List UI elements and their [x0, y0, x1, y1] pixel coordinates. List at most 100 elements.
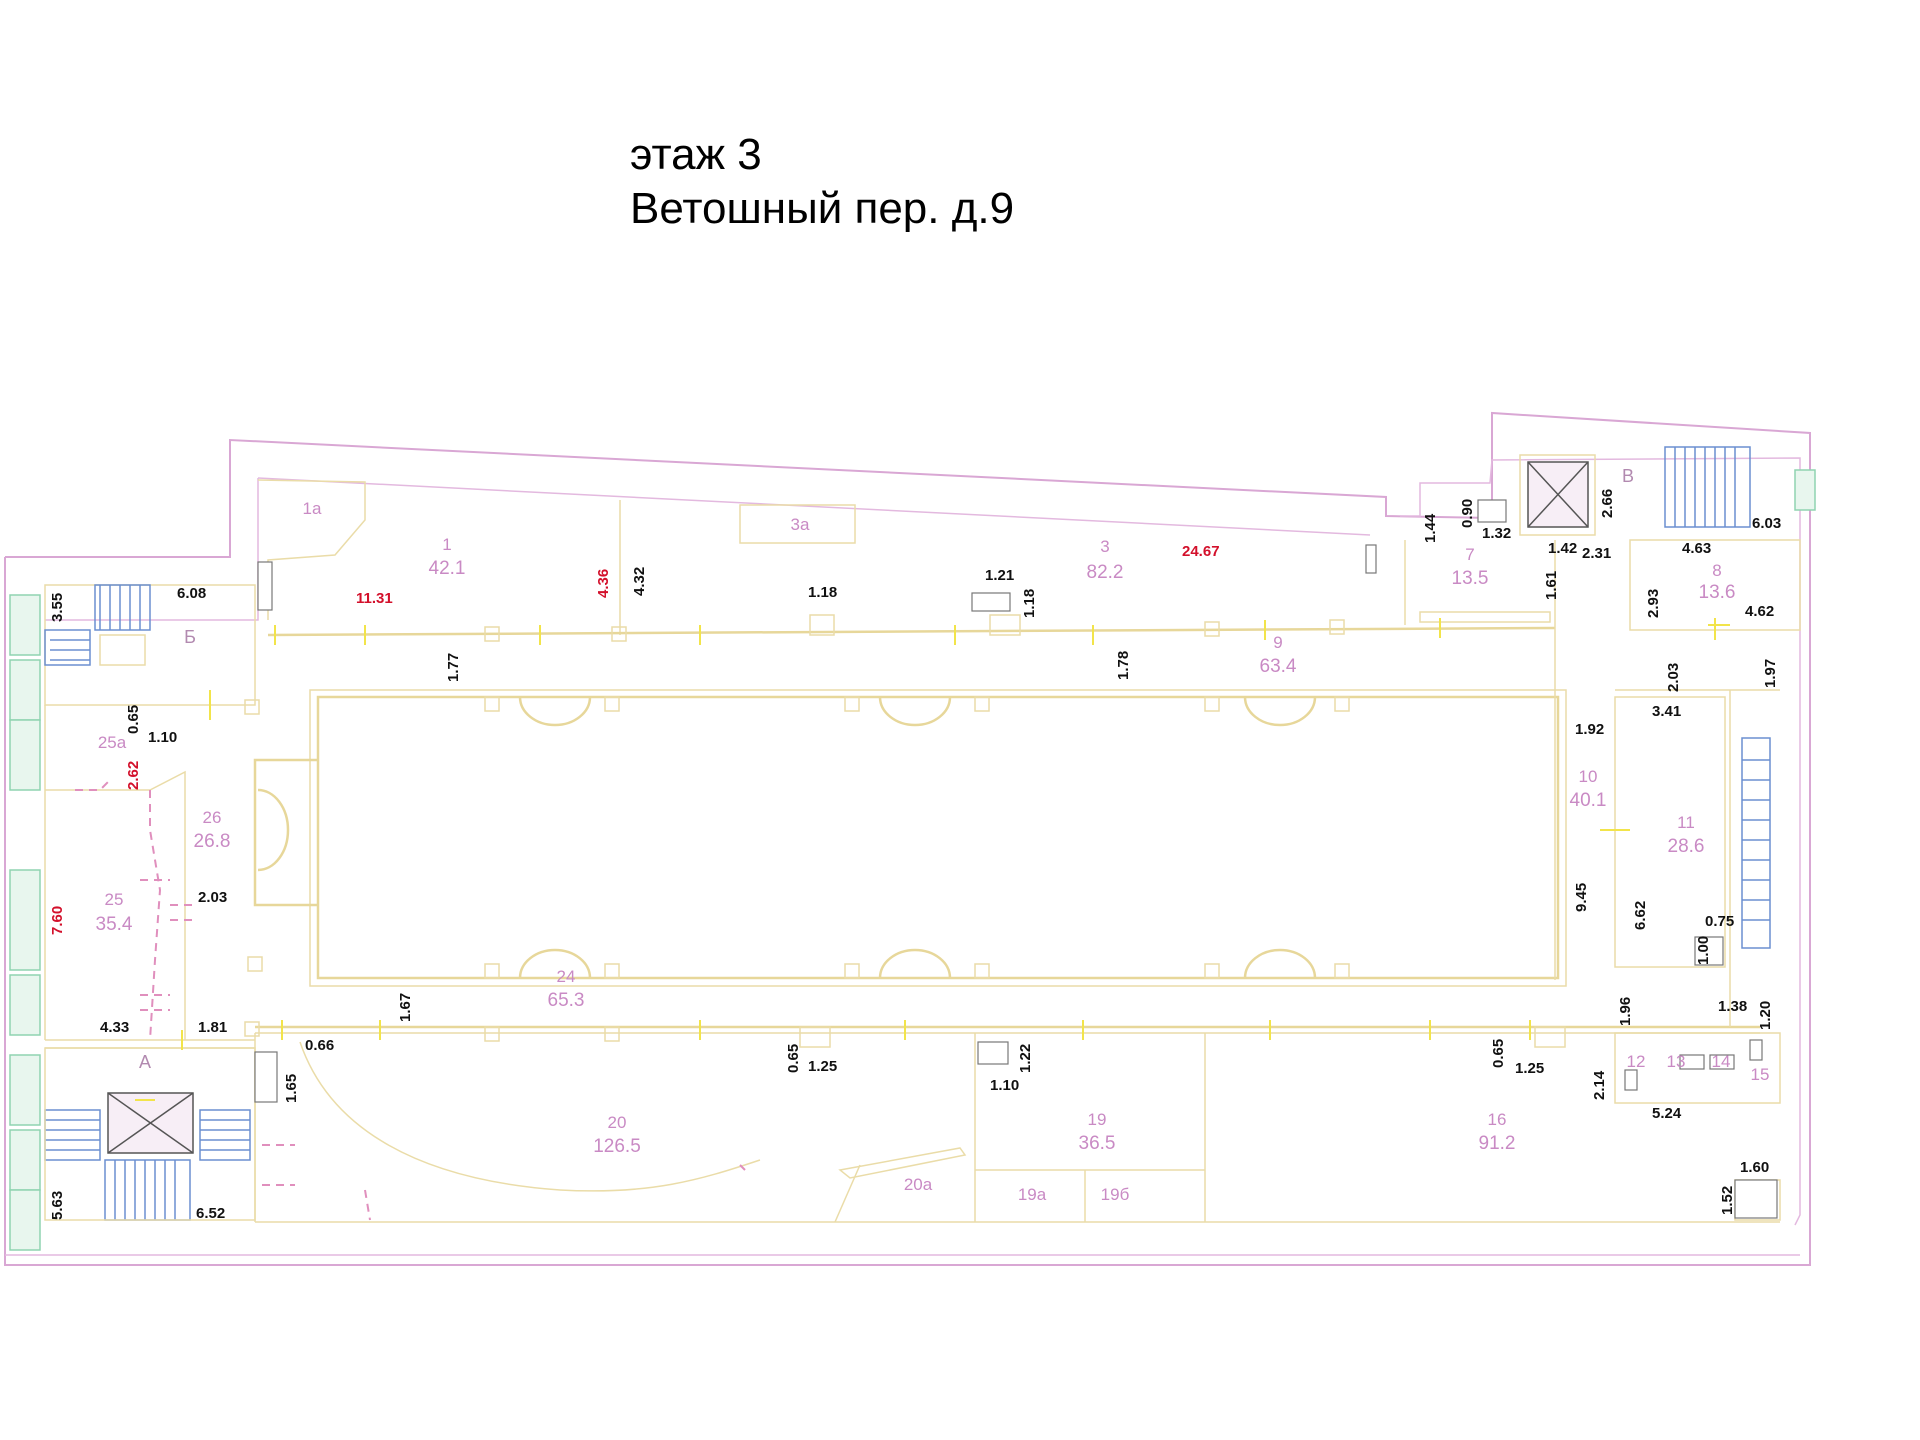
room-11-area: 28.6 — [1668, 836, 1705, 857]
dimension: 1.97 — [1762, 659, 1779, 688]
room-20-area: 126.5 — [593, 1136, 641, 1157]
dimension: 6.08 — [177, 585, 206, 602]
dimension: 1.52 — [1719, 1186, 1736, 1215]
room-24-area: 65.3 — [548, 990, 585, 1011]
sanitary-fixtures — [254, 499, 1778, 1219]
room-19-area: 36.5 — [1079, 1133, 1116, 1154]
dimension: 1.65 — [283, 1074, 300, 1103]
staircase-v — [1519, 446, 1771, 949]
dimension: 6.62 — [1632, 901, 1649, 930]
left-windows — [9, 469, 1816, 1251]
staircase-a — [44, 1047, 256, 1221]
plan-title: этаж 3 Ветошный пер. д.9 — [630, 128, 1014, 236]
room-10-number: 10 — [1579, 767, 1598, 786]
dimension: 4.63 — [1682, 540, 1711, 557]
dimension-red: 24.67 — [1182, 543, 1220, 560]
outer-walls — [4, 411, 1811, 1266]
dimension: 9.45 — [1573, 883, 1590, 912]
dimension: 1.44 — [1422, 513, 1439, 543]
dimension: 0.75 — [1705, 913, 1734, 930]
room-12-number: 12 — [1627, 1052, 1646, 1071]
dimension: 2.93 — [1645, 589, 1662, 618]
dimension: 0.65 — [785, 1044, 802, 1073]
room-20-number: 20 — [608, 1113, 627, 1132]
dimension: 5.63 — [49, 1191, 66, 1220]
room-20a-number: 20а — [904, 1175, 933, 1194]
dimension: 1.60 — [1740, 1159, 1769, 1176]
dimension: 1.25 — [808, 1058, 837, 1075]
room-13-number: 13 — [1667, 1052, 1686, 1071]
dimension: 1.20 — [1757, 1001, 1774, 1030]
room-8-number: 8 — [1712, 561, 1721, 580]
room-16-number: 16 — [1488, 1110, 1507, 1129]
dimension: 4.32 — [631, 567, 648, 596]
dimension: 1.10 — [990, 1077, 1019, 1094]
dimension: 1.18 — [1021, 589, 1038, 618]
dimension: 1.38 — [1718, 998, 1747, 1015]
dimension: 1.77 — [445, 653, 462, 682]
room-labels: 1а 1 42.1 3а 3 82.2 7 13.5 8 13.6 9 63.4… — [96, 499, 1770, 1204]
room-16-area: 91.2 — [1479, 1133, 1516, 1154]
dimension: 3.41 — [1652, 703, 1681, 720]
dimension: 2.03 — [1665, 663, 1682, 692]
dimension: 0.66 — [305, 1037, 334, 1054]
room-25a-number: 25а — [98, 733, 127, 752]
dimension: 1.78 — [1115, 651, 1132, 680]
room-1-area: 42.1 — [429, 558, 466, 579]
room-9-area: 63.4 — [1260, 656, 1297, 677]
dimension: 6.52 — [196, 1205, 225, 1222]
room-25-number: 25 — [105, 890, 124, 909]
dimension: 1.22 — [1017, 1044, 1034, 1073]
section-b-label: Б — [184, 627, 196, 647]
dimension: 5.24 — [1652, 1105, 1682, 1122]
dimension: 1.32 — [1482, 525, 1511, 542]
room-1a-number: 1а — [303, 499, 322, 518]
dimension: 3.55 — [49, 593, 66, 622]
room-15-number: 15 — [1751, 1065, 1770, 1084]
room-26-number: 26 — [203, 808, 222, 827]
dimension: 2.31 — [1582, 545, 1611, 562]
room-19a-number: 19а — [1018, 1185, 1047, 1204]
dimension: 4.62 — [1745, 603, 1774, 620]
room-26-area: 26.8 — [194, 831, 231, 852]
address-label: Ветошный пер. д.9 — [630, 184, 1015, 233]
dimension: 1.67 — [397, 993, 414, 1022]
interior-walls — [44, 479, 1801, 1223]
room-3-area: 82.2 — [1087, 562, 1124, 583]
dimension-red: 4.36 — [595, 569, 612, 598]
room-8-area: 13.6 — [1699, 582, 1736, 603]
dimension: 0.65 — [125, 705, 142, 734]
room-11-number: 11 — [1677, 813, 1695, 832]
dimension: 1.81 — [198, 1019, 227, 1036]
dimension: 2.14 — [1591, 1070, 1608, 1100]
dimension: 4.33 — [100, 1019, 129, 1036]
room-7-area: 13.5 — [1452, 568, 1489, 589]
dimension: 1.61 — [1543, 571, 1560, 600]
room-9-number: 9 — [1273, 633, 1282, 652]
dimension: 1.00 — [1695, 936, 1712, 965]
section-a-label: А — [139, 1052, 151, 1072]
room-19-number: 19 — [1088, 1110, 1107, 1129]
dimension-red: 11.31 — [356, 590, 393, 607]
dimension: 0.90 — [1459, 499, 1476, 528]
room-10-area: 40.1 — [1570, 790, 1607, 811]
room-7-number: 7 — [1465, 545, 1474, 564]
dimension: 1.21 — [985, 567, 1014, 584]
dimension: 1.18 — [808, 584, 837, 601]
dimension: 1.96 — [1617, 997, 1634, 1026]
dimension: 1.25 — [1515, 1060, 1544, 1077]
room-19b-number: 19б — [1101, 1185, 1130, 1204]
dimension: 1.10 — [148, 729, 177, 746]
dimension-red: 2.62 — [125, 761, 142, 790]
room-3a-number: 3а — [791, 515, 810, 534]
dimension: 2.03 — [198, 889, 227, 906]
dimension: 6.03 — [1752, 515, 1781, 532]
room-14-number: 14 — [1712, 1052, 1731, 1071]
room-1-number: 1 — [442, 535, 451, 554]
room-24-number: 24 — [557, 967, 576, 986]
dimension: 0.65 — [1490, 1039, 1507, 1068]
room-25-area: 35.4 — [96, 914, 133, 935]
staircase-b — [44, 584, 151, 666]
dimension: 1.92 — [1575, 721, 1604, 738]
